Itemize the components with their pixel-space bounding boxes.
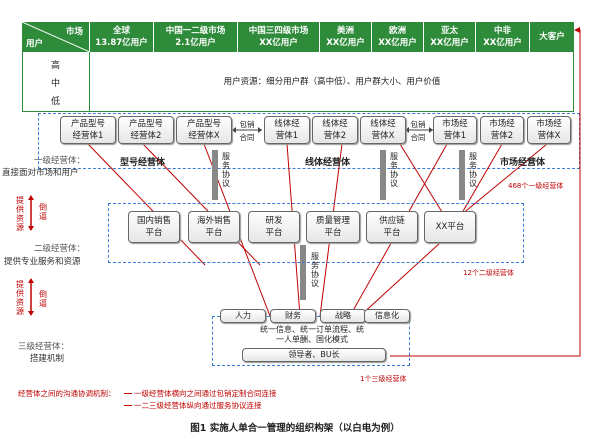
level3-count-label: 1个三级经营体 <box>360 375 407 383</box>
platform-domestic-sales: 国内销售平台 <box>128 211 180 243</box>
note-dash-1 <box>124 393 132 394</box>
contract-label-a: 包销合同 <box>239 120 255 142</box>
user-level-high: 高 <box>50 60 60 71</box>
coordination-note-line2: 一二三级经营体纵向通过服务协议连接 <box>134 401 262 410</box>
market-unit-x: 市场经营体X <box>527 116 571 144</box>
platform-xx: XX平台 <box>424 211 476 243</box>
product-unit-1: 产品型号经营体1 <box>60 116 116 144</box>
level1-left-desc: 直接面对市场和用户 <box>2 168 79 178</box>
figure-caption: 图1 实施人单合一管理的组织构架（以白电为例） <box>190 423 400 434</box>
corner-cell: 市场 用户 <box>22 22 90 52</box>
corner-market-label: 市场 <box>65 27 83 37</box>
level2-left-title: 二级经营体： <box>34 244 86 254</box>
service-protocol-label-1: 服务协议 <box>222 152 230 188</box>
platform-rnd: 研发平台 <box>248 211 300 243</box>
platform-overseas-sales: 海外销售平台 <box>188 211 240 243</box>
service-protocol-label-4: 服务协议 <box>311 252 319 288</box>
group-label-market: 市场经营体 <box>500 158 546 168</box>
service-protocol-label-3: 服务协议 <box>469 152 477 188</box>
force-label-lower: 倒逼 <box>39 290 47 308</box>
level3-desc: 统一信息、统一订单流程、统一人单酬、国化模式 <box>260 325 364 344</box>
level3-leader-box: 领导者、BU长 <box>242 348 386 362</box>
service-protocol-label-2: 服务协议 <box>390 152 398 188</box>
product-unit-x: 产品型号经营体X <box>176 116 232 144</box>
platform-quality: 质量管理平台 <box>306 211 360 243</box>
level2-count-label: 12个二级经营体 <box>463 269 514 277</box>
line-unit-2: 线体经营体2 <box>312 116 358 144</box>
user-levels-column: 高 中 低 <box>22 52 90 112</box>
market-header-key-accounts: 大客户 <box>530 22 574 52</box>
level2-left-desc: 提供专业服务和资源 <box>4 257 81 267</box>
market-unit-1: 市场经营体1 <box>433 116 477 144</box>
level3-tab-it: 信息化 <box>364 309 410 323</box>
level3-tab-hr: 人力 <box>220 309 266 323</box>
platform-supply-chain: 供应链平台 <box>366 211 418 243</box>
note-dash-2 <box>124 405 132 406</box>
level1-left-title: 一级经营体： <box>34 156 86 166</box>
group-label-line: 线体经营体 <box>305 158 351 168</box>
level3-tab-strategy: 战略 <box>320 309 366 323</box>
force-label-upper: 倒逼 <box>39 203 47 221</box>
corner-diagonal <box>22 22 90 52</box>
market-unit-2: 市场经营体2 <box>480 116 524 144</box>
level3-left-title: 三级经营体： <box>18 342 70 352</box>
level3-tab-finance: 财务 <box>270 309 316 323</box>
line-unit-x: 线体经营体X <box>360 116 406 144</box>
support-resource-label-lower: 提供资源 <box>16 280 24 316</box>
level3-left-desc: 搭建机制 <box>30 354 65 364</box>
user-resource-text: 用户资源：细分用户群（高中低）、用户群大小、用户价值 <box>223 77 441 87</box>
coordination-note-line1: 一级经营体横向之间通过包销定制合同连接 <box>134 389 277 398</box>
support-resource-label-upper: 提供资源 <box>16 196 24 232</box>
level2-dashed-frame <box>108 203 524 263</box>
coordination-note-title: 经营体之间的沟通协调机制： <box>18 389 116 398</box>
level1-count-label: 468个一级经营体 <box>508 182 564 190</box>
line-unit-1: 线体经营体1 <box>264 116 310 144</box>
product-unit-2: 产品型号经营体2 <box>118 116 174 144</box>
user-level-low: 低 <box>50 96 60 107</box>
user-level-mid: 中 <box>50 78 60 89</box>
corner-user-label: 用户 <box>26 39 44 49</box>
contract-label-b: 包销合同 <box>410 120 426 142</box>
group-label-product: 型号经营体 <box>120 158 166 168</box>
